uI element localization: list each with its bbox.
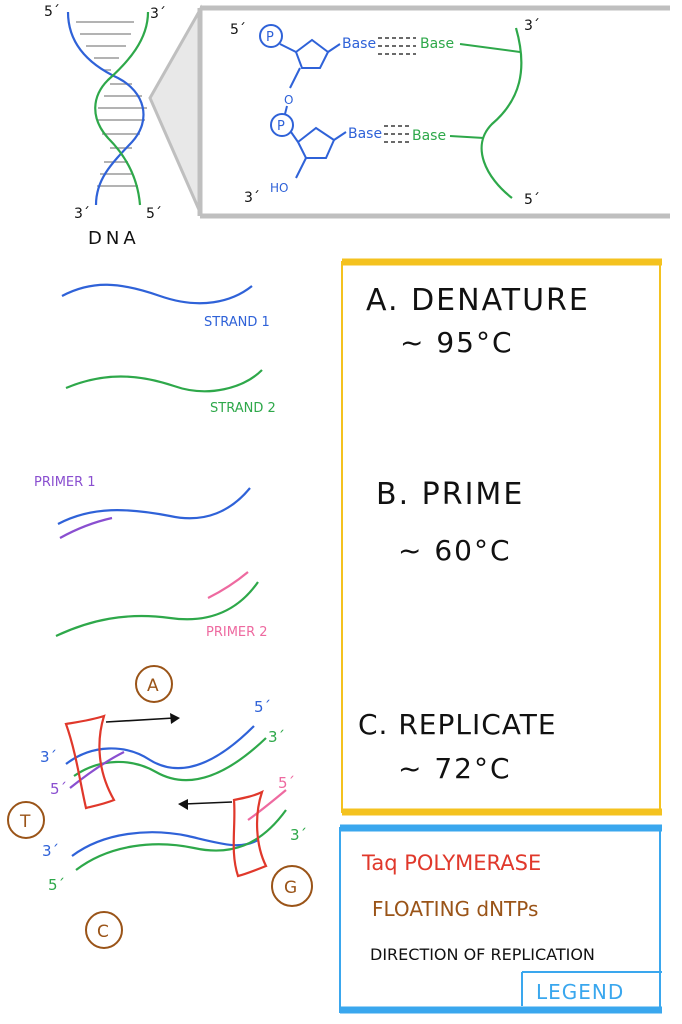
dntp-c-label: C <box>97 922 109 942</box>
zoom-3-bottom: 3´ <box>244 190 260 206</box>
dna-helix: 5´ 3´ 3´ 5´ DNA <box>44 4 166 249</box>
dna-3-bottom: 3´ <box>74 206 90 222</box>
rep-right-3-green: 3´ <box>290 826 307 844</box>
dna-blue-strand <box>66 11 145 206</box>
dntp-c-circle <box>85 911 123 949</box>
dna-3-top: 3´ <box>150 6 166 22</box>
rep-top-blue <box>65 725 255 770</box>
primer-1-strand <box>57 487 251 525</box>
dntp-g-circle <box>271 865 313 907</box>
dntp-t-circle <box>7 801 45 839</box>
step-a-title: A. DENATURE <box>366 283 590 318</box>
step-b-temp: ~ 60°C <box>398 534 512 567</box>
primer-1-label: PRIMER 1 <box>34 475 96 490</box>
primer-2-strand <box>55 581 259 637</box>
zoom-green-backbone <box>480 27 523 199</box>
oxygen-label: O <box>284 93 293 107</box>
base-green-1: Base <box>420 36 454 52</box>
rep-top-5-blue: 5´ <box>254 698 271 716</box>
dntp-a-label: A <box>147 676 159 696</box>
sugar-ring-1 <box>294 38 330 69</box>
rep-top-3-green: 3´ <box>268 728 285 746</box>
rep-left-5-purple: 5´ <box>50 780 67 798</box>
zoom-5-top: 5´ <box>230 22 246 38</box>
base-green-2: Base <box>412 128 446 144</box>
dna-green-strand <box>94 11 150 206</box>
dna-5-top: 5´ <box>44 4 60 20</box>
strand-2-line <box>65 369 263 393</box>
legend-panel: Taq POLYMERASE FLOATING dNTPs DIRECTION … <box>339 824 662 1014</box>
base-blue-2: Base <box>348 126 382 142</box>
polymerase-top <box>64 714 116 810</box>
dntp-t-label: T <box>19 812 31 832</box>
polymerase-bottom <box>232 789 268 878</box>
rep-bottom-5-green: 5´ <box>48 876 65 894</box>
strands-section: STRAND 1 STRAND 2 PRIMER 1 PRIMER 2 <box>34 283 276 640</box>
strand-1-line <box>61 283 253 305</box>
zoom-3-top: 3´ <box>524 18 540 34</box>
rep-right-5-pink: 5´ <box>278 774 295 792</box>
step-a-temp: ~ 95°C <box>400 326 514 359</box>
dna-label: DNA <box>88 228 140 249</box>
legend-dntps: FLOATING dNTPs <box>372 897 538 921</box>
dntp-g-label: G <box>284 878 297 898</box>
step-c-temp: ~ 72°C <box>398 752 512 785</box>
step-b-title: B. PRIME <box>376 477 524 512</box>
primer-2-label: PRIMER 2 <box>206 625 268 640</box>
rep-left-3-blue: 3´ <box>40 748 57 766</box>
rep-bottom-3-blue: 3´ <box>42 842 59 860</box>
rep-bottom-blue <box>71 831 259 857</box>
strand-1-label: STRAND 1 <box>204 315 270 330</box>
primer-1-line <box>59 516 113 539</box>
replication-section: A T G C 5´ 3´ 3´ 5´ 5´ 3´ 3´ 5´ <box>7 665 313 949</box>
primer-2-line <box>207 571 249 599</box>
rep-bottom-pink <box>247 789 287 821</box>
dna-5-bottom: 5´ <box>146 206 162 222</box>
phosphate-label-1: P <box>266 30 274 45</box>
legend-direction: DIRECTION OF REPLICATION <box>370 945 595 964</box>
sugar-ring-2 <box>296 126 336 159</box>
phosphate-circle-1 <box>259 24 283 48</box>
steps-panel: A. DENATURE ~ 95°C B. PRIME ~ 60°C C. RE… <box>341 258 662 816</box>
dntp-a-circle <box>135 665 173 703</box>
rep-bottom-green <box>75 809 287 871</box>
legend-title: LEGEND <box>536 980 624 1004</box>
step-c-title: C. REPLICATE <box>358 708 557 741</box>
zoom-panel: 5´ 3´ 3´ 5´ P Base Base O P HO Base <box>148 4 670 219</box>
ho-label: HO <box>270 181 288 195</box>
rep-top-purple <box>69 751 125 789</box>
strand-2-label: STRAND 2 <box>210 401 276 416</box>
legend-taq: Taq POLYMERASE <box>361 851 541 875</box>
phosphate-label-2: P <box>277 119 285 134</box>
zoom-5-bottom: 5´ <box>524 192 540 208</box>
base-blue-1: Base <box>342 36 376 52</box>
phosphate-circle-2 <box>270 113 294 137</box>
